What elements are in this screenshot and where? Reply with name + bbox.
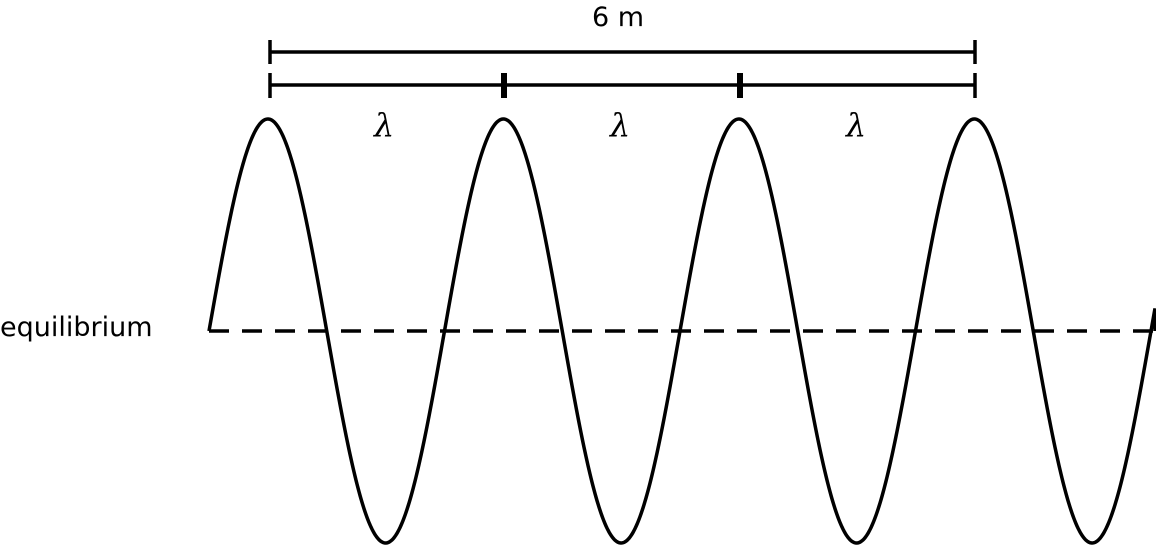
equilibrium-label: equilibrium xyxy=(0,312,153,343)
wavelength-label: λ xyxy=(374,106,395,144)
wavelength-label: λ xyxy=(846,106,867,144)
sine-wave xyxy=(207,117,1156,545)
total-length-label: 6 m xyxy=(592,2,645,33)
wavelength-bar xyxy=(268,73,977,98)
total-length-bar xyxy=(268,40,977,64)
wavelength-label: λ xyxy=(610,106,631,144)
